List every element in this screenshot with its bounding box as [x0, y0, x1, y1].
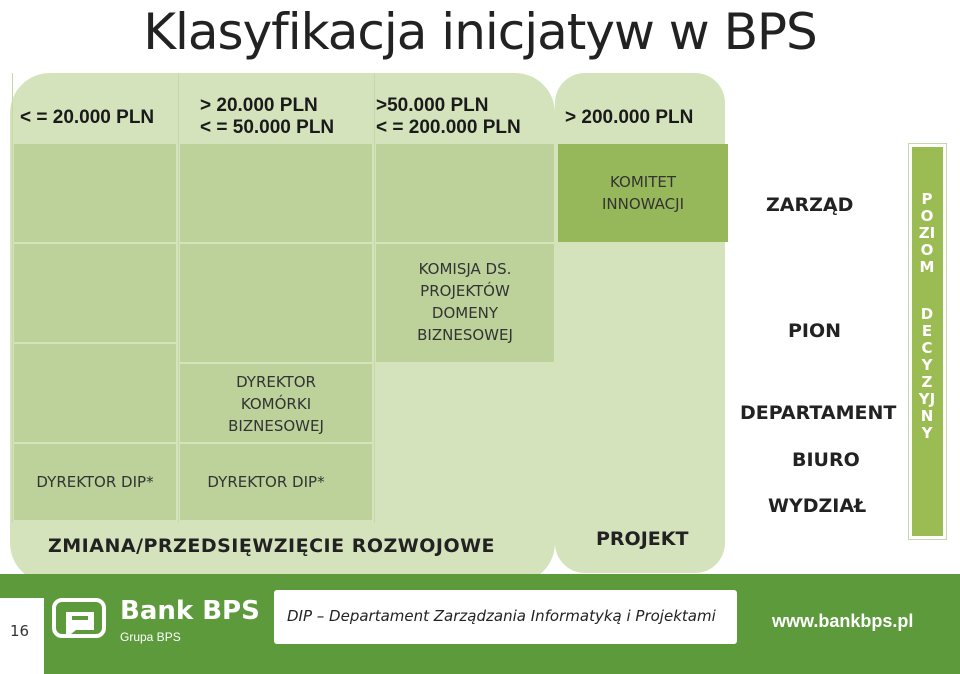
role-projekt: PROJEKT — [596, 528, 689, 550]
role-komisja: KOMISJA DS. PROJEKTÓW DOMENY BIZNESOWEJ — [376, 244, 554, 362]
grid-cell — [376, 144, 554, 242]
level-wydzial: WYDZIAŁ — [768, 495, 867, 517]
threshold-1: < = 20.000 PLN — [20, 107, 155, 128]
grid-cell — [180, 144, 372, 242]
grid-cell — [14, 244, 176, 342]
grid-cell — [180, 244, 372, 362]
role-dyrektor-dip-1: DYREKTOR DIP* — [14, 444, 176, 520]
threshold-2-lower: > 20.000 PLN — [200, 95, 318, 116]
bank-logo-icon — [52, 598, 110, 640]
threshold-3-lower: >50.000 PLN — [376, 95, 489, 116]
decision-level-bar: POZIOM DECYZYJNY — [909, 144, 946, 539]
threshold-2-upper: < = 50.000 PLN — [200, 117, 335, 138]
brand-subtitle: Grupa BPS — [120, 630, 181, 644]
threshold-3-upper: < = 200.000 PLN — [376, 117, 521, 138]
level-biuro: BIURO — [792, 449, 860, 471]
dip-note-box — [274, 590, 737, 644]
grid-cell — [14, 144, 176, 242]
level-pion: PION — [788, 320, 842, 342]
page-title: Klasyfikacja inicjatyw w BPS — [143, 3, 818, 61]
level-departament: DEPARTAMENT — [740, 402, 897, 424]
brand-name: Bank BPS — [120, 596, 260, 626]
level-zarzad: ZARZĄD — [766, 194, 854, 216]
page-number-box — [0, 598, 44, 674]
threshold-4: > 200.000 PLN — [565, 107, 694, 128]
column-divider — [178, 73, 179, 523]
role-dyrektor-komorki: DYREKTOR KOMÓRKI BIZNESOWEJ — [180, 364, 372, 442]
decision-level-top: POZIOM — [918, 190, 936, 276]
column-divider — [374, 73, 375, 523]
role-komitet: KOMITET INNOWACJI — [558, 144, 728, 242]
decision-level-bottom: DECYZYJNY — [918, 305, 936, 442]
page-number: 16 — [10, 622, 30, 640]
dip-note: DIP – Departament Zarządzania Informatyk… — [287, 607, 716, 625]
role-zmiana: ZMIANA/PRZEDSIĘWZIĘCIE ROZWOJOWE — [48, 535, 496, 557]
grid-cell — [14, 344, 176, 442]
role-dyrektor-dip-2: DYREKTOR DIP* — [180, 444, 372, 520]
column-divider — [12, 73, 13, 523]
website-link[interactable]: www.bankbps.pl — [772, 611, 914, 631]
